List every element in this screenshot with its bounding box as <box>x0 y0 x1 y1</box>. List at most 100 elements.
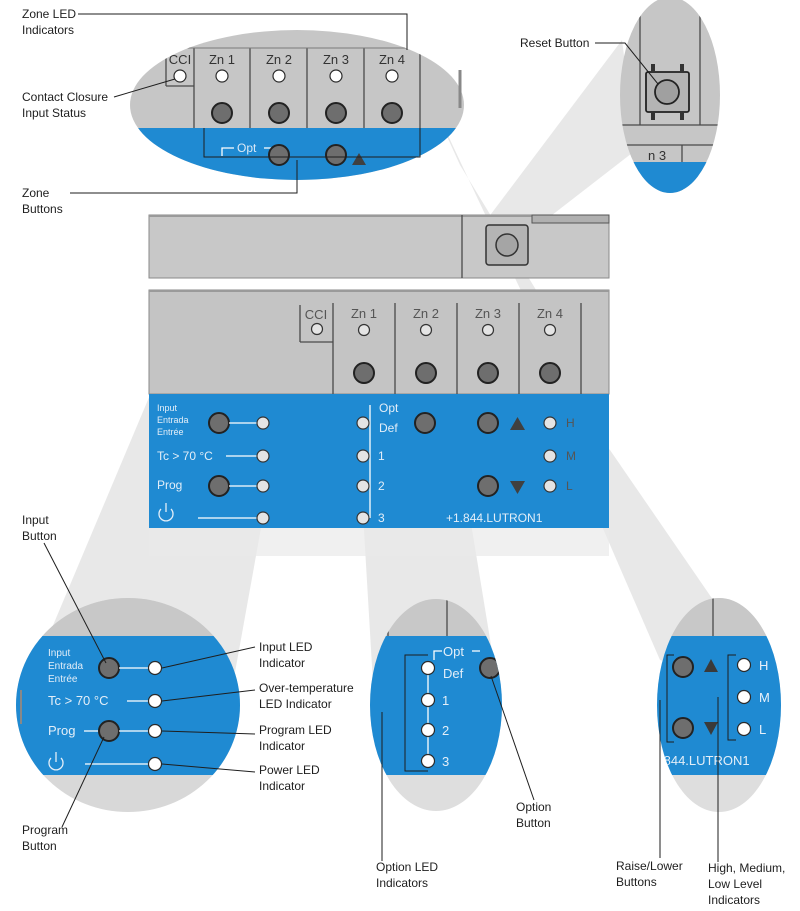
callout-option-led-l1: Option LED <box>376 860 438 874</box>
callout-overtemp-l1: Over-temperature <box>259 681 354 695</box>
callout-zone-buttons-l2: Buttons <box>22 202 63 216</box>
zoom-reset-button[interactable] <box>645 64 690 120</box>
main-option-num-1: 1 <box>378 449 385 463</box>
callout-zone-led-l2: Indicators <box>22 23 74 37</box>
main-lower-button[interactable] <box>477 475 499 497</box>
zoom-option-button-mid[interactable] <box>479 657 501 679</box>
main-power-icon <box>158 503 174 522</box>
main-raise-button[interactable] <box>477 412 499 434</box>
zoom-input-line-3: Entrée <box>48 674 78 685</box>
main-phone-number: +1.844.LUTRON1 <box>446 511 543 525</box>
zoom-zone-led-2 <box>272 69 286 83</box>
main-input-led <box>256 416 270 430</box>
zoom-raise-arrow-icon-right <box>704 659 718 672</box>
callout-reset-button: Reset Button <box>520 36 589 50</box>
main-option-num-2: 2 <box>378 479 385 493</box>
zoom-zone-label-1: Zn 1 <box>209 52 235 67</box>
zoom-level-label-m: M <box>759 690 770 705</box>
zoom-input-button[interactable] <box>98 657 120 679</box>
main-level-label-h: H <box>566 416 575 430</box>
main-option-led-3 <box>356 511 370 525</box>
main-opt-label: Opt <box>379 401 399 415</box>
zoom-overtemp-led <box>147 693 163 709</box>
zoom-input-line-1: Input <box>48 648 70 659</box>
zoom-option-num-2: 2 <box>442 723 449 738</box>
zoom-cci-led <box>173 69 187 83</box>
main-zone-button-4[interactable] <box>539 362 561 384</box>
zoom-zone-button-1[interactable] <box>211 102 233 124</box>
zoom-zone-label-2: Zn 2 <box>266 52 292 67</box>
main-cci-led <box>310 322 324 336</box>
callout-program-button-l1: Program <box>22 823 68 837</box>
main-option-led-def <box>356 416 370 430</box>
zoom-option-led-1 <box>420 692 436 708</box>
main-raise-arrow-icon <box>510 417 525 430</box>
zoom-raise-arrow-icon <box>352 153 366 165</box>
main-overtemp-led <box>256 449 270 463</box>
callout-power-led-l2: Indicator <box>259 779 305 793</box>
zoom-def-label: Def <box>443 666 464 681</box>
callout-cci-l2: Input Status <box>22 106 86 120</box>
callout-option-led-l2: Indicators <box>376 876 428 890</box>
zoom-zone-section: CCI Zn 1 Zn 2 Zn 3 Zn 4 Opt <box>130 30 464 180</box>
zoom-option-led-2 <box>420 722 436 738</box>
main-input-button[interactable] <box>208 412 230 434</box>
main-zone-led-3 <box>481 323 495 337</box>
zoom-zone-label-4: Zn 4 <box>379 52 405 67</box>
zoom-level-label-l: L <box>759 722 766 737</box>
zoom-zone-button-4[interactable] <box>381 102 403 124</box>
main-option-button[interactable] <box>414 412 436 434</box>
zoom-opt-label-mid: Opt <box>443 644 464 659</box>
zoom-zone-button-3[interactable] <box>325 102 347 124</box>
zoom-level-label-h: H <box>759 658 768 673</box>
callout-option-button-l1: Option <box>516 800 551 814</box>
main-prog-led <box>256 479 270 493</box>
main-zone-button-1[interactable] <box>353 362 375 384</box>
zoom-level-led-m <box>736 689 752 705</box>
callout-program-led-l2: Indicator <box>259 739 305 753</box>
main-option-led-1 <box>356 449 370 463</box>
callout-input-button-l2: Button <box>22 529 57 543</box>
zoom-option-num-3: 3 <box>442 754 449 769</box>
main-level-led-m <box>543 449 557 463</box>
callout-program-button-l2: Button <box>22 839 57 853</box>
zoom-level-led-l <box>736 721 752 737</box>
main-cci-label: CCI <box>305 307 327 322</box>
main-panel: CCI Zn 1 Zn 2 Zn 3 Zn 4 Input Entrada En… <box>148 214 610 556</box>
callout-hml-l1: High, Medium, <box>708 861 785 875</box>
main-input-line-3: Entrée <box>157 427 184 437</box>
zoom-zone-button-2[interactable] <box>268 102 290 124</box>
zoom-cci-label: CCI <box>169 52 191 67</box>
main-level-label-m: M <box>566 449 576 463</box>
main-tc-label: Tc > 70 °C <box>157 449 213 463</box>
main-level-led-l <box>543 479 557 493</box>
zoom-zone-led-4 <box>385 69 399 83</box>
zoom-raise-button[interactable] <box>325 144 347 166</box>
zoom-zone-led-3 <box>329 69 343 83</box>
zoom-raise-button-right[interactable] <box>672 656 694 678</box>
zoom-prog-button[interactable] <box>98 720 120 742</box>
zoom-zone3-partial-label: n 3 <box>648 148 666 163</box>
main-prog-button[interactable] <box>208 475 230 497</box>
main-zone-button-3[interactable] <box>477 362 499 384</box>
zoom-input-led <box>147 660 163 676</box>
callout-zone-buttons-l1: Zone <box>22 186 50 200</box>
main-def-label: Def <box>379 421 398 435</box>
callout-raise-lower-l2: Buttons <box>616 875 657 889</box>
callout-input-led-l1: Input LED <box>259 640 313 654</box>
main-zone-label-4: Zn 4 <box>537 306 563 321</box>
callout-program-led-l1: Program LED <box>259 723 332 737</box>
zoom-opt-label: Opt <box>237 141 257 155</box>
zoom-lower-arrow-icon-right <box>704 722 718 735</box>
reset-button-main[interactable] <box>485 224 529 266</box>
zoom-zone-led-1 <box>215 69 229 83</box>
main-power-led <box>256 511 270 525</box>
main-option-num-3: 3 <box>378 511 385 525</box>
zoom-zone-label-3: Zn 3 <box>323 52 349 67</box>
main-zone-button-2[interactable] <box>415 362 437 384</box>
callout-hml-l3: Indicators <box>708 893 760 907</box>
main-level-label-l: L <box>566 479 573 493</box>
zoom-lower-button-right[interactable] <box>672 717 694 739</box>
zoom-option-button[interactable] <box>268 144 290 166</box>
